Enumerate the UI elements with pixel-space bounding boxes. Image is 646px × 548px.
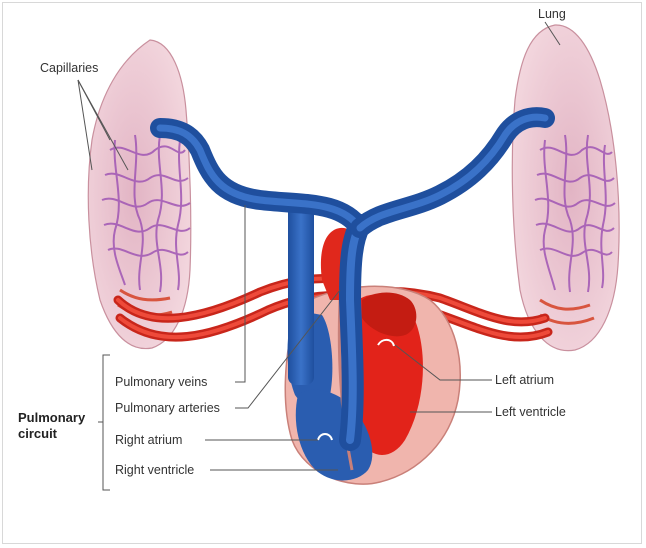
label-lung: Lung	[538, 7, 566, 21]
label-pulmonary-circuit-line1: Pulmonary	[18, 410, 86, 425]
label-left-atrium: Left atrium	[495, 373, 554, 387]
label-capillaries: Capillaries	[40, 61, 98, 75]
label-right-atrium: Right atrium	[115, 433, 182, 447]
pulmonary-arteries	[160, 117, 545, 440]
label-pulmonary-veins: Pulmonary veins	[115, 375, 207, 389]
label-pulmonary-circuit-line2: circuit	[18, 426, 58, 441]
right-lung	[512, 25, 619, 351]
left-lung	[88, 40, 191, 349]
vena-cava	[288, 205, 314, 385]
label-right-ventricle: Right ventricle	[115, 463, 194, 477]
label-left-ventricle: Left ventricle	[495, 405, 566, 419]
label-pulmonary-arteries: Pulmonary arteries	[115, 401, 220, 415]
